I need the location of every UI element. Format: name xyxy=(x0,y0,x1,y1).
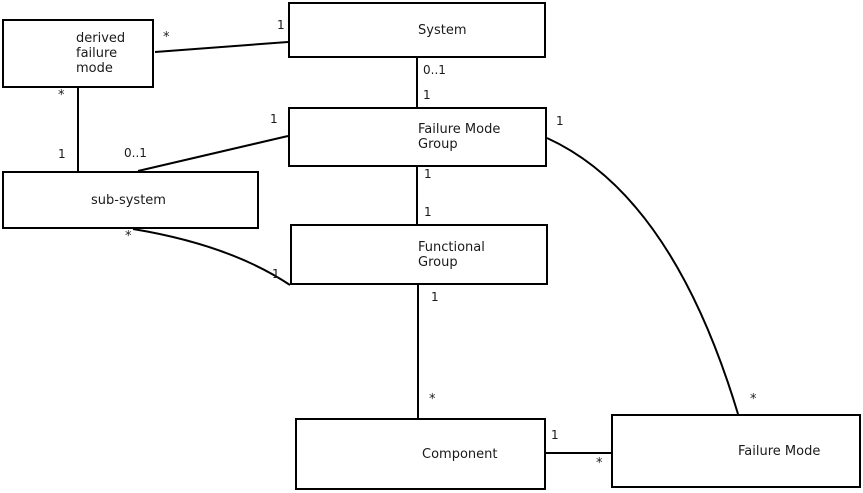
multiplicity-label: * xyxy=(429,392,436,407)
association-sub-system--functional-group xyxy=(132,228,291,286)
multiplicity-label: 1 xyxy=(424,167,432,181)
multiplicity-label: 1 xyxy=(423,88,431,102)
multiplicity-label: 1 xyxy=(551,428,559,442)
class-box-derived-failure-mode[interactable]: derived failure mode xyxy=(2,19,154,88)
multiplicity-label: 1 xyxy=(272,267,280,281)
class-box-functional-group[interactable]: Functional Group xyxy=(290,224,548,285)
multiplicity-label: * xyxy=(125,229,132,244)
multiplicity-label: 1 xyxy=(58,147,66,161)
class-box-failure-mode-group[interactable]: Failure Mode Group xyxy=(288,107,547,167)
class-name-label: Component xyxy=(422,446,498,462)
class-box-system[interactable]: System xyxy=(288,2,546,58)
class-name-label: Functional Group xyxy=(418,239,485,270)
association-derived-failure-mode--system xyxy=(154,41,289,53)
multiplicity-label: * xyxy=(750,392,757,407)
multiplicity-label: 1 xyxy=(556,114,564,128)
multiplicity-label: 1 xyxy=(277,18,285,32)
multiplicity-label: 0..1 xyxy=(124,146,147,160)
class-name-label: sub-system xyxy=(91,192,166,208)
multiplicity-label: * xyxy=(596,456,603,471)
multiplicity-label: * xyxy=(58,88,65,103)
class-name-label: Failure Mode Group xyxy=(418,122,501,152)
association-sub-system--failure-mode-group xyxy=(137,135,289,172)
multiplicity-label: 1 xyxy=(431,290,439,304)
multiplicity-label: 0..1 xyxy=(423,63,446,77)
class-box-sub-system[interactable]: sub-system xyxy=(2,171,259,229)
multiplicity-label: 1 xyxy=(424,205,432,219)
class-box-failure-mode[interactable]: Failure Mode xyxy=(611,414,861,488)
multiplicity-label: * xyxy=(163,30,170,45)
multiplicity-label: 1 xyxy=(270,112,278,126)
class-name-label: derived failure mode xyxy=(76,31,126,76)
class-name-label: Failure Mode xyxy=(738,443,821,459)
class-name-label: System xyxy=(418,22,467,38)
class-box-component[interactable]: Component xyxy=(295,418,546,490)
association-failure-mode-group--failure-mode xyxy=(546,137,739,415)
